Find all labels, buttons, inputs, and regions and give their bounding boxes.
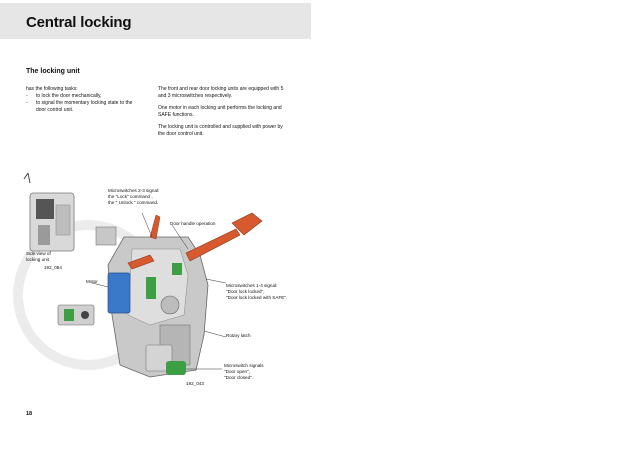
list-item: - to signal the momentary locking state …	[26, 100, 154, 107]
bullet-dash: -	[26, 100, 28, 106]
page-number: 18	[26, 411, 33, 417]
side-view-label: Side view of locking unit	[26, 251, 51, 262]
side-view-unit	[23, 172, 75, 252]
microswitch-signals-label: Microswitch signals "Door open", "Door c…	[224, 363, 264, 380]
switch-icon	[57, 304, 95, 326]
paragraph: One motor in each locking unit performs …	[158, 105, 282, 118]
locking-unit-diagram: Microswitches 2-3 signal: the "Lock" com…	[0, 165, 320, 405]
microswitch-part	[172, 263, 182, 275]
locking-unit-illustration	[13, 172, 263, 378]
side-view-code: 192_084	[44, 265, 62, 270]
paragraph: The locking unit is controlled and suppl…	[158, 124, 283, 137]
bullet-dash	[26, 107, 36, 114]
figure-code: 192_043	[186, 381, 204, 386]
leader-lines	[91, 212, 227, 370]
bullet-text: to signal the momentary locking state to…	[36, 100, 133, 106]
right-column: The front and rear door locking units ar…	[158, 86, 286, 143]
motor-label: Motor	[86, 279, 98, 284]
bullet-dash: -	[26, 93, 28, 99]
intro-text: has the following tasks:	[26, 86, 78, 92]
section-title: The locking unit	[26, 68, 80, 75]
door-handle-linkage	[127, 212, 263, 270]
rotary-latch-label: Rotary latch	[226, 333, 251, 338]
microswitch-part	[146, 277, 156, 299]
microswitch-part	[166, 361, 186, 375]
motor-part	[107, 272, 131, 314]
microswitches-14-label: Microswitches 1-4 signal: "Door lock loc…	[226, 283, 288, 300]
list-item: - to lock the door mechanically,	[26, 93, 154, 100]
microswitches-23-label: Microswitches 2-3 signal: the "Lock" com…	[108, 188, 160, 205]
list-item: door control unit.	[26, 107, 154, 114]
page-title: Central locking	[26, 14, 132, 31]
bullet-text: to lock the door mechanically,	[36, 93, 102, 99]
door-handle-label: Door handle operation	[170, 221, 216, 226]
header-bar: Central locking	[0, 3, 311, 39]
left-column: has the following tasks: - to lock the d…	[26, 86, 154, 114]
bullet-text: door control unit.	[36, 107, 74, 113]
paragraph: The front and rear door locking units ar…	[158, 86, 284, 99]
